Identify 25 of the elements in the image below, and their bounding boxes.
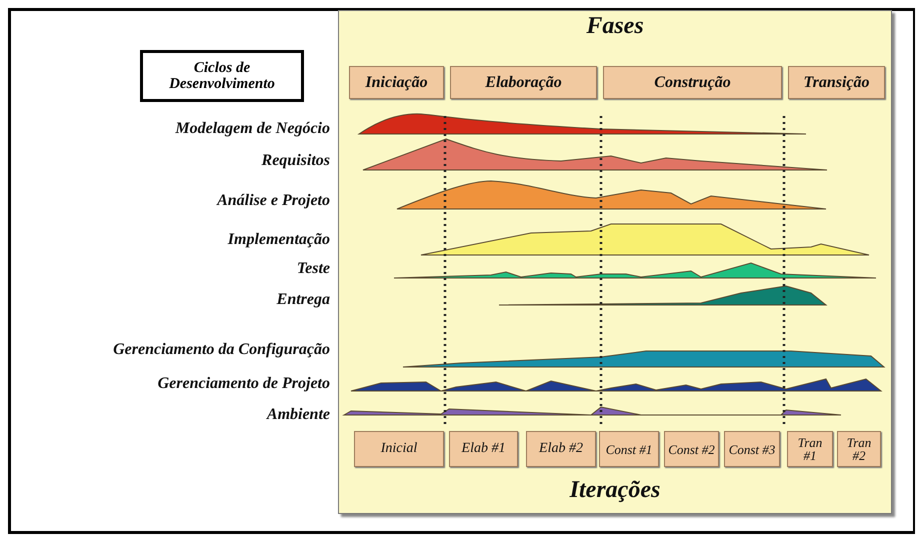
- iteration-box: Tran #2: [837, 431, 881, 467]
- iteration-box: Const #1: [599, 431, 659, 467]
- panel-heading: Fases: [585, 13, 645, 40]
- iteration-box: Const #2: [664, 431, 719, 467]
- discipline-label: Ambiente: [266, 406, 330, 424]
- discipline-label: Teste: [296, 260, 330, 278]
- phase-panel: [338, 10, 892, 514]
- iteration-box: Const #3: [724, 431, 780, 467]
- discipline-label: Gerenciamento de Projeto: [158, 375, 330, 393]
- iteration-box: Inicial: [354, 431, 444, 467]
- phase-box: Construção: [603, 66, 782, 99]
- discipline-label: Gerenciamento da Configuração: [113, 341, 330, 359]
- discipline-label: Modelagem de Negócio: [175, 120, 330, 138]
- discipline-label: Análise e Projeto: [217, 192, 330, 210]
- discipline-label: Requisitos: [262, 152, 330, 170]
- phase-box: Iniciação: [349, 66, 444, 99]
- phase-box: Transição: [788, 66, 885, 99]
- iteration-box: Elab #2: [526, 431, 596, 467]
- discipline-label: Entrega: [276, 291, 330, 309]
- iteration-box: Elab #1: [449, 431, 518, 467]
- discipline-label: Implementação: [228, 231, 330, 249]
- title-box: Ciclos de Desenvolvimento: [140, 50, 304, 102]
- panel-heading: Iterações: [568, 477, 662, 504]
- phase-box: Elaboração: [450, 66, 597, 99]
- iteration-box: Tran #1: [787, 431, 833, 467]
